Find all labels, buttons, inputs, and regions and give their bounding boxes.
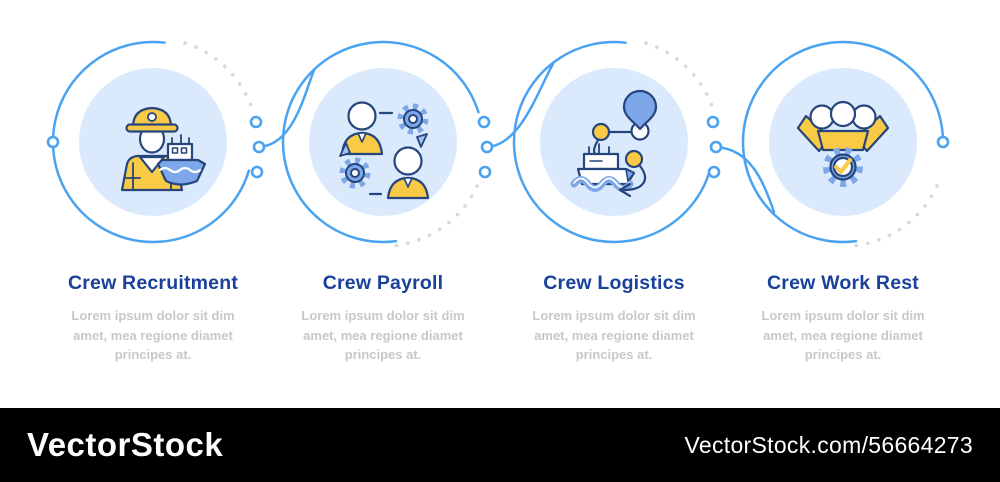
watermark-bar: VectorStock VectorStock.com/56664273 <box>0 408 1000 482</box>
dotted-arc <box>850 184 939 248</box>
connector-3-4 <box>714 145 776 214</box>
step-description: Lorem ipsum dolor sit dim amet, mea regi… <box>71 308 235 362</box>
node <box>706 115 720 129</box>
step-title: Crew Recruitment <box>67 272 239 294</box>
step-arc <box>741 40 945 244</box>
vectorstock-logo: VectorStock <box>27 426 224 463</box>
node-end <box>936 135 950 149</box>
dotted-arc <box>183 41 253 108</box>
people-gears-cycle-icon <box>339 101 430 200</box>
dotted-arc <box>390 184 479 248</box>
infographic-canvas <box>46 40 950 248</box>
step-title: Crew Payroll <box>322 272 444 294</box>
step-decoration-3 <box>512 40 716 244</box>
ship-route-pin-icon <box>570 89 658 198</box>
step-decoration-2 <box>281 40 485 248</box>
node <box>707 165 721 179</box>
step-connectors <box>257 62 776 214</box>
step-arc <box>51 40 255 244</box>
connector-2-3 <box>485 62 555 149</box>
node <box>252 140 266 154</box>
step-1-text: Crew Recruitment Lorem ipsum dolor sit d… <box>43 272 263 365</box>
step-title: Crew Logistics <box>543 272 685 294</box>
loop-infographic-graphic <box>46 40 950 248</box>
node <box>709 140 723 154</box>
worker-and-ship-icon <box>120 106 207 192</box>
step-title: Crew Work Rest <box>767 272 919 294</box>
step-arc <box>281 40 485 244</box>
step-2-text: Crew Payroll Lorem ipsum dolor sit dim a… <box>273 272 493 365</box>
team-gear-check-icon <box>796 100 890 187</box>
node-start <box>46 135 60 149</box>
node <box>250 165 264 179</box>
watermark-url: VectorStock.com/56664273 <box>684 431 973 458</box>
step-4-text: Crew Work Rest Lorem ipsum dolor sit dim… <box>733 272 953 365</box>
step-description: Lorem ipsum dolor sit dim amet, mea regi… <box>301 308 465 362</box>
node <box>480 140 494 154</box>
node <box>478 165 492 179</box>
connector-1-2 <box>257 68 316 149</box>
step-description: Lorem ipsum dolor sit dim amet, mea regi… <box>532 308 696 362</box>
step-3-text: Crew Logistics Lorem ipsum dolor sit dim… <box>504 272 724 365</box>
dotted-arc <box>644 41 714 108</box>
ring-nodes <box>46 115 950 179</box>
step-description: Lorem ipsum dolor sit dim amet, mea regi… <box>761 308 925 362</box>
node <box>249 115 263 129</box>
step-circle-bg <box>540 68 688 216</box>
step-circle-bg <box>309 68 457 216</box>
node <box>477 115 491 129</box>
